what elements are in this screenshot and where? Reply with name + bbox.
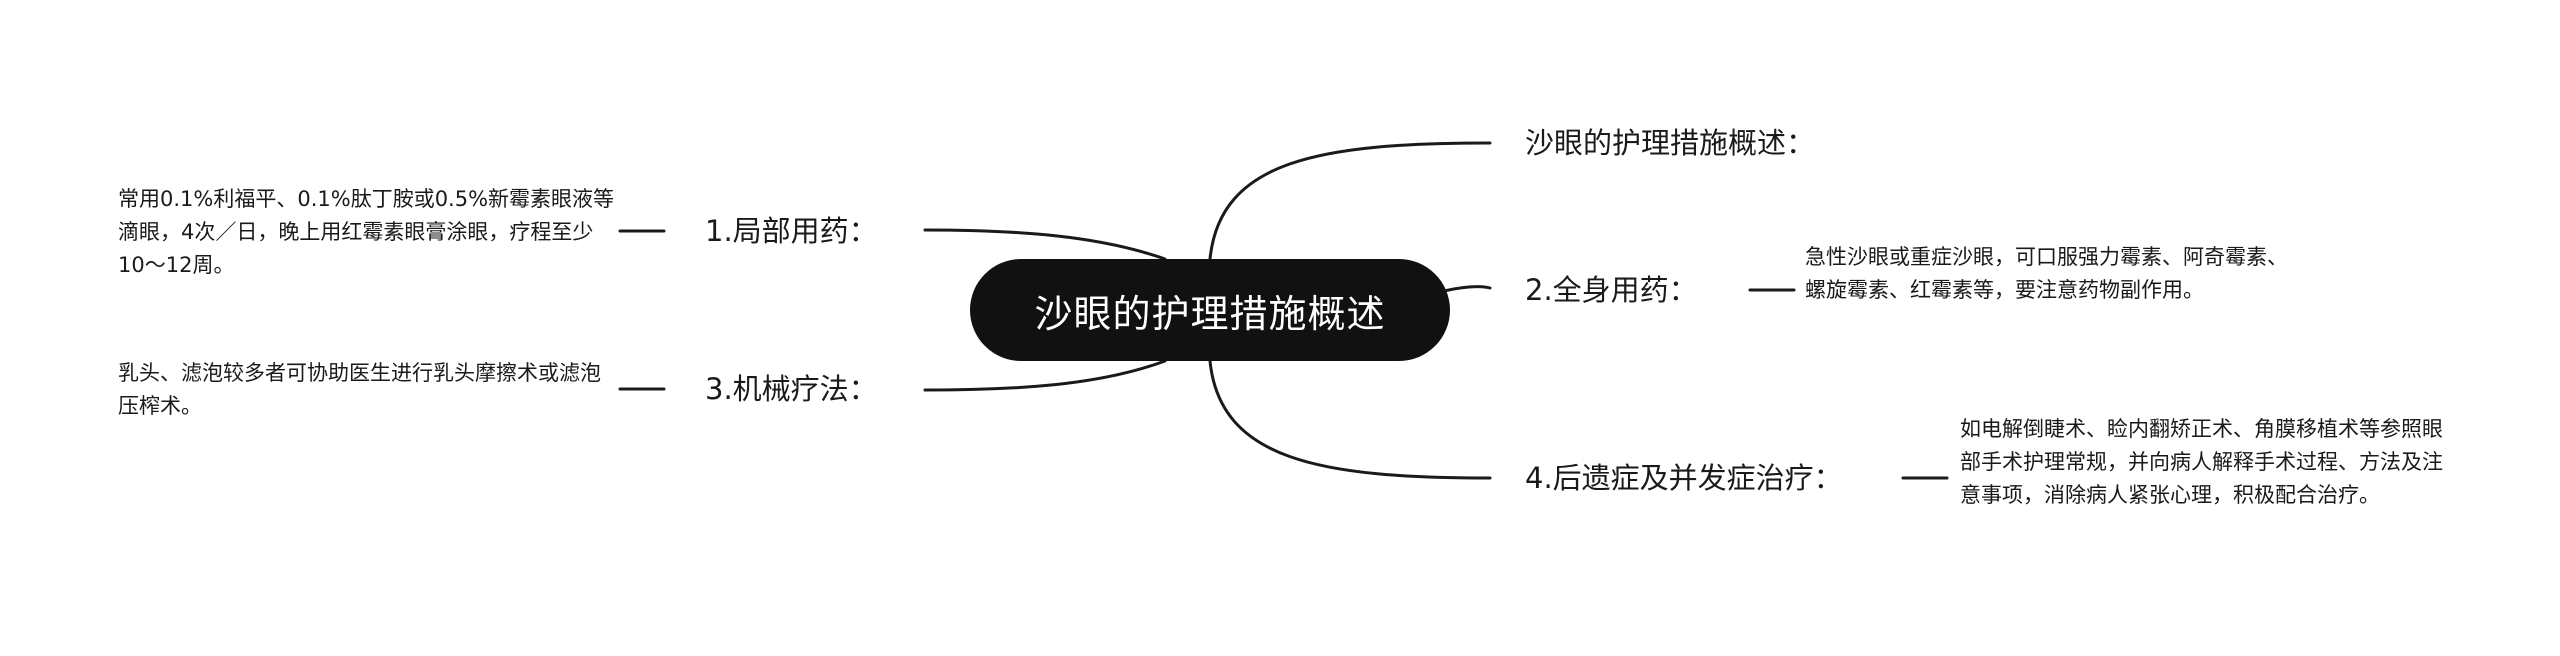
connector-local <box>923 228 1167 261</box>
branch-local-medication[interactable]: 1.局部用药： <box>705 214 878 248</box>
detail-systemic-medication: 急性沙眼或重症沙眼，可口服强力霉素、阿奇霉素、螺旋霉素、红霉素等，要注意药物副作… <box>1805 245 2288 302</box>
root-topic[interactable]: 沙眼的护理措施概述 <box>970 259 1450 361</box>
detail-mechanical-therapy: 乳头、滤泡较多者可协助医生进行乳头摩擦术或滤泡压榨术。 <box>118 361 601 418</box>
branch-sequelae-treatment[interactable]: 4.后遗症及并发症治疗： <box>1525 461 1843 495</box>
connector-mechanical <box>923 359 1167 392</box>
connector-systemic <box>1438 285 1492 294</box>
connector-sequelae <box>1208 359 1492 480</box>
branch-systemic-medication[interactable]: 2.全身用药： <box>1525 273 1698 307</box>
detail-local-medication: 常用0.1%利福平、0.1%肽丁胺或0.5%新霉素眼液等滴眼，4次／日，晚上用红… <box>118 187 615 277</box>
branch-mechanical-therapy[interactable]: 3.机械疗法： <box>705 372 878 406</box>
connector-overview <box>1208 141 1492 261</box>
branch-overview[interactable]: 沙眼的护理措施概述： <box>1525 126 1816 160</box>
detail-sequelae-treatment: 如电解倒睫术、睑内翻矫正术、角膜移植术等参照眼部手术护理常规，并向病人解释手术过… <box>1960 417 2443 507</box>
